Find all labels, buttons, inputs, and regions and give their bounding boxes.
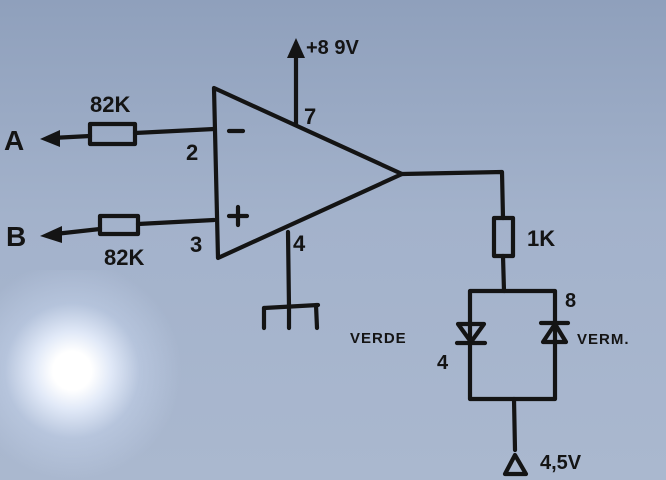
vplus-arrow bbox=[287, 38, 305, 58]
led-green-label: VERDE bbox=[350, 330, 407, 347]
half-supply-arrow bbox=[502, 452, 529, 477]
input-a-label: A bbox=[4, 125, 24, 156]
opamp-triangle bbox=[211, 85, 405, 261]
supply-half-label: 4,5V bbox=[540, 452, 582, 474]
input-a-line bbox=[40, 121, 217, 147]
led-green-mark: 4 bbox=[437, 352, 449, 374]
led-green bbox=[454, 321, 488, 346]
led-red-label: VERM. bbox=[577, 331, 630, 348]
input-b-line bbox=[40, 213, 217, 243]
wire-half-supply bbox=[511, 396, 518, 453]
input-b-label: B bbox=[6, 221, 26, 252]
wire-gnd bbox=[285, 229, 292, 310]
resistor-r2 bbox=[97, 213, 141, 237]
led-red-mark: 8 bbox=[565, 290, 576, 312]
led-red bbox=[538, 320, 571, 345]
pin-2-label: 2 bbox=[186, 140, 198, 165]
output-wire bbox=[399, 169, 506, 221]
r2-value: 82K bbox=[104, 245, 144, 270]
wire-b-left bbox=[52, 226, 103, 237]
pin-4-label: 4 bbox=[293, 231, 306, 256]
pin-7-label: 7 bbox=[304, 104, 316, 129]
pin-3-label: 3 bbox=[190, 232, 202, 257]
wire-to-leds bbox=[500, 253, 507, 294]
wire-a-right bbox=[132, 126, 217, 136]
input-b-arrow bbox=[40, 226, 62, 243]
resistor-r3 bbox=[491, 215, 516, 259]
supply-positive-label: +8 9V bbox=[306, 37, 359, 59]
resistor-r1 bbox=[87, 121, 138, 147]
r1-value: 82K bbox=[90, 92, 130, 117]
r3-value: 1K bbox=[527, 226, 555, 251]
ground-symbol bbox=[261, 302, 321, 331]
wire-b-right bbox=[135, 217, 217, 227]
input-a-arrow bbox=[40, 130, 60, 147]
